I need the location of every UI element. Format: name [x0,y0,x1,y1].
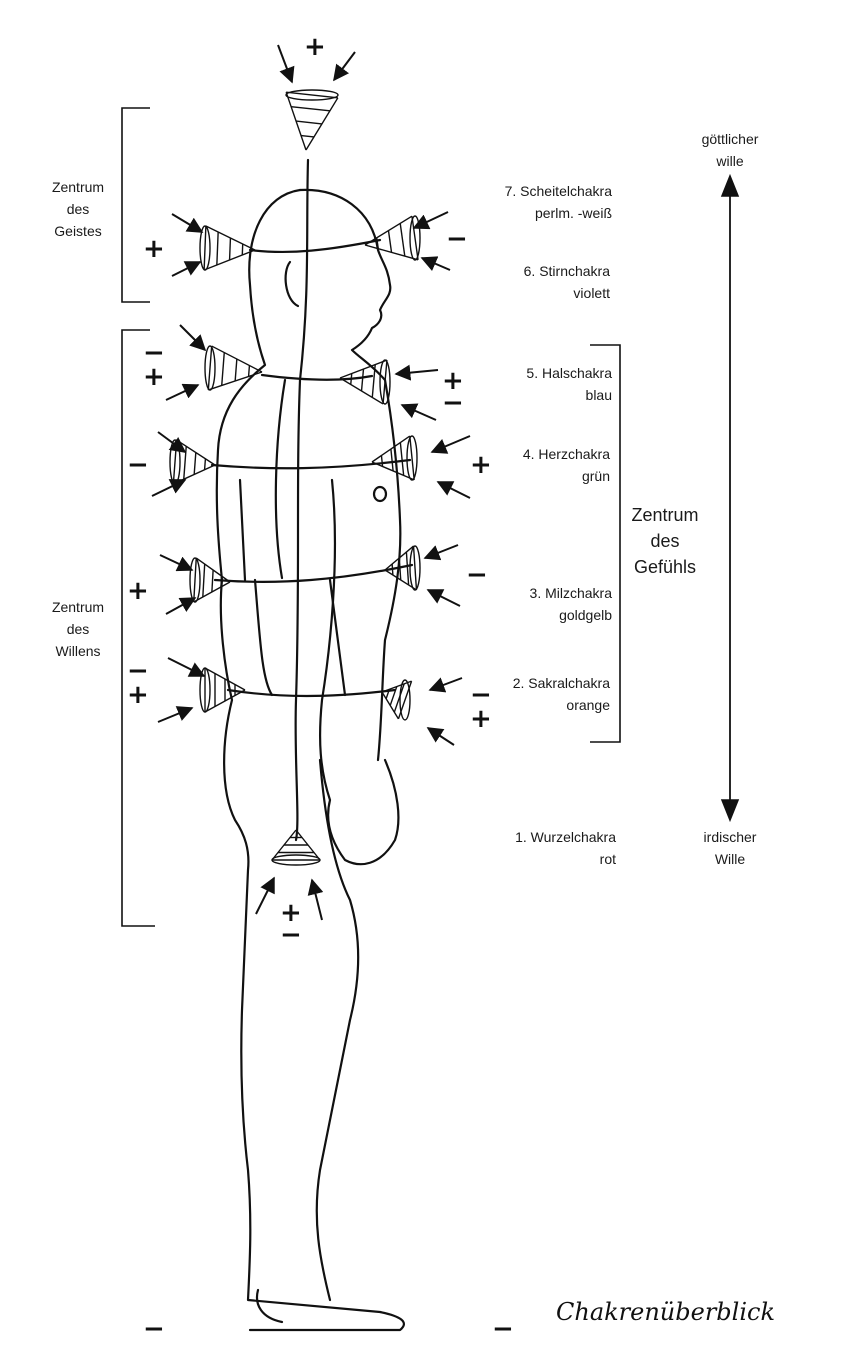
chakra-vortex [271,829,321,866]
minus-sign: − [280,920,302,950]
minus-sign: − [466,560,488,590]
inflow-arrow [151,479,187,497]
inflow-arrow [307,878,324,921]
chakra-vortex [204,345,263,391]
inflow-arrow [165,597,197,615]
chakra-vortex [381,679,413,721]
diagram-title: Chakrenüberblick [556,1298,775,1326]
axis-top-label: göttlicher wille [701,131,759,169]
chakra-label-3: 3. Milzchakra goldgelb [529,585,612,623]
inflow-arrow [430,435,471,454]
chakra-label-7: 7. Scheitelchakra perlm. -weiß [504,183,612,221]
inflow-arrow [159,554,194,572]
chakra-vortex [339,359,391,405]
axis-arrow-up [720,173,740,197]
minus-sign: − [127,450,149,480]
inflow-arrow [426,589,461,607]
plus-sign: + [442,366,464,396]
chakra-vortex [371,435,418,481]
inflow-arrow [436,481,471,499]
inflow-arrow [400,403,437,421]
center-feeling-label: Zentrum des Gefühls [631,505,699,577]
chakra-vortex [285,89,339,151]
central-channel [294,158,310,842]
minus-sign: − [470,680,492,710]
inflow-arrow [157,431,187,453]
inflow-arrow [157,706,194,723]
chakra-label-2: 2. Sakralchakra orange [512,675,610,713]
minus-sign: − [143,1314,165,1344]
inflow-arrow [277,44,295,84]
bracket-mind [121,107,150,303]
inflow-arrow [165,383,200,401]
chakra-vortex [199,225,256,271]
inflow-arrow [255,876,275,915]
minus-sign: − [492,1314,514,1344]
plus-sign: + [127,680,149,710]
minus-sign: − [442,388,464,418]
chakra-label-5: 5. Halschakra blau [526,365,612,403]
inflow-arrow [420,256,451,272]
plus-sign: + [127,576,149,606]
plus-sign: + [143,234,165,264]
minus-sign: − [127,656,149,686]
minus-sign: − [143,338,165,368]
plus-sign: + [280,898,302,928]
inflow-arrow [426,727,455,746]
chakra-vortex [384,545,421,591]
axis-bottom-label: irdischer Wille [703,829,757,867]
inflow-arrow [394,364,439,381]
inflow-arrow [171,213,204,233]
inflow-arrow [412,211,449,230]
plus-sign: + [470,450,492,480]
inflow-arrow [179,324,207,352]
inflow-arrow [333,51,356,82]
plus-sign: + [143,362,165,392]
bracket-will [121,329,155,927]
minus-sign: − [446,224,468,254]
axis-arrow-down [720,799,740,823]
chakra-vortex [364,215,421,261]
bracket-feeling [590,344,621,743]
body-outline [215,188,405,1332]
chakra-label-1: 1. Wurzelchakra rot [515,829,616,867]
center-will-label: Zentrum des Willens [51,599,105,659]
center-mind-label: Zentrum des Geistes [51,179,105,239]
inflow-arrow [428,677,463,693]
chakra-vortex [199,667,246,713]
inflow-arrow [423,544,459,561]
plus-sign: + [304,32,326,62]
chakra-label-4: 4. Herzchakra grün [522,446,610,484]
plus-sign: + [470,704,492,734]
inflow-arrow [171,261,202,277]
chakra-label-6: 6. Stirnchakra violett [523,263,610,301]
inflow-arrow [167,657,206,677]
